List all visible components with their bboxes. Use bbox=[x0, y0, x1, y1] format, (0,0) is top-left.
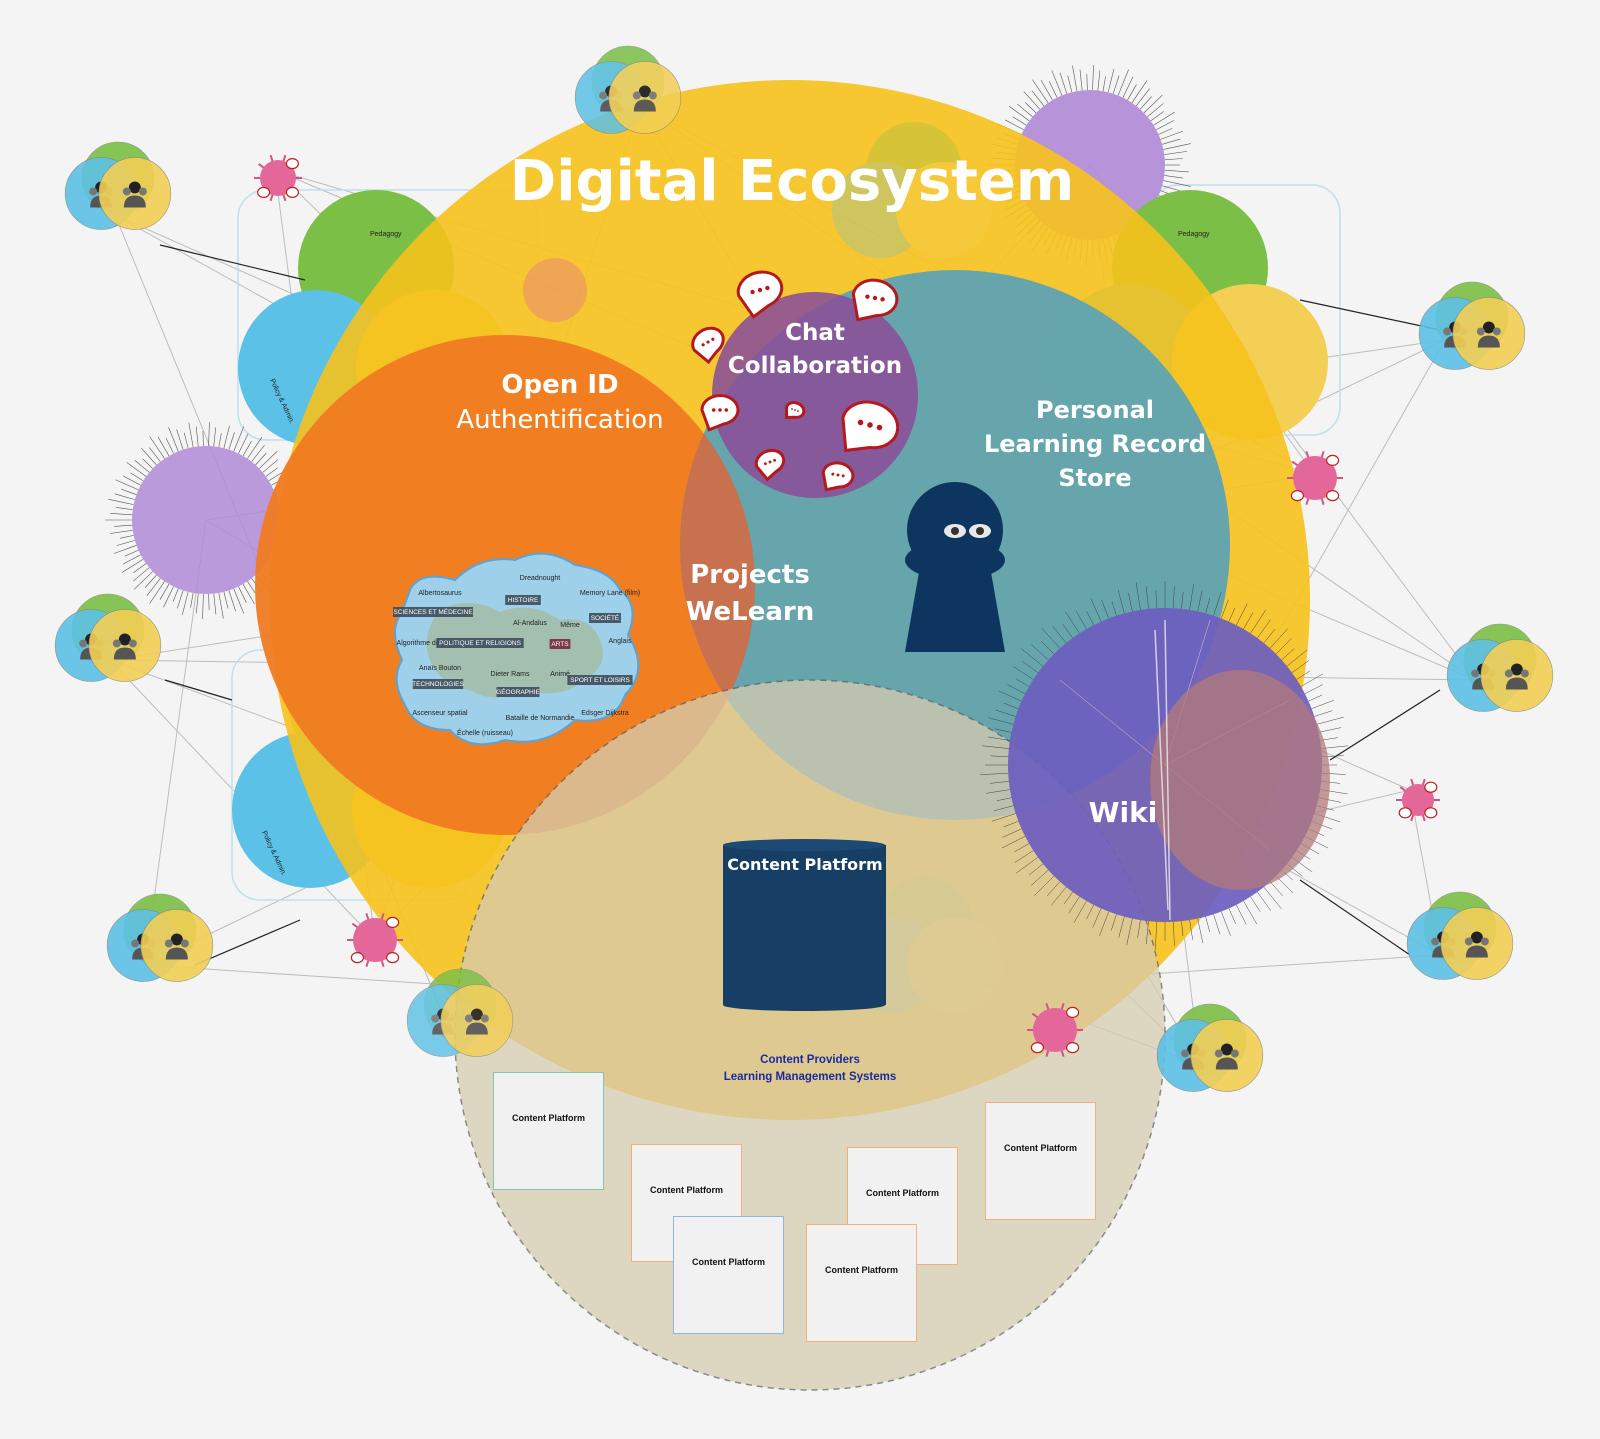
content-platform-card-label: Content Platform bbox=[512, 1113, 585, 1123]
plrs-label-line2: Learning Record bbox=[984, 430, 1206, 458]
user-group-triad bbox=[54, 593, 162, 682]
speech-bubble-icon bbox=[754, 448, 786, 482]
projects-label-line1: Projects bbox=[690, 560, 810, 590]
map-category-tag: TECHNOLOGIES bbox=[412, 681, 464, 688]
map-label: Animé bbox=[550, 671, 570, 678]
map-category-tag: GÉOGRAPHIE bbox=[496, 687, 540, 696]
speech-bubble-icon bbox=[821, 461, 855, 492]
pink-node bbox=[347, 913, 403, 967]
user-group-triad bbox=[574, 45, 682, 134]
openid-label-line1: Open ID bbox=[501, 370, 618, 400]
plrs-label-line3: Store bbox=[1058, 464, 1131, 492]
user-group-triad bbox=[106, 893, 214, 982]
providers-label-line2: Learning Management Systems bbox=[724, 1071, 897, 1083]
map-label: Bataille de Normandie bbox=[506, 715, 575, 722]
map-label: Anaïs Bouton bbox=[419, 665, 461, 672]
speech-bubble-icon bbox=[841, 400, 900, 453]
map-label: Anglais bbox=[609, 638, 632, 645]
content-platform-card-label: Content Platform bbox=[650, 1185, 723, 1195]
content-platform-card: Content Platform bbox=[985, 1102, 1096, 1220]
map-label: Al-Andalus bbox=[513, 620, 547, 627]
keyhole-icon bbox=[905, 482, 1005, 652]
chat-label-line2: Collaboration bbox=[728, 353, 902, 379]
map-category-tag: SOCIÉTÉ bbox=[591, 613, 620, 622]
map-label: Memory Lane (film) bbox=[580, 590, 640, 597]
diagram-title: Digital Ecosystem bbox=[510, 149, 1074, 214]
content-platform-card: Content Platform bbox=[493, 1072, 604, 1190]
pink-nodes bbox=[254, 154, 1440, 1057]
content-platform-card-label: Content Platform bbox=[825, 1265, 898, 1275]
map-label: Échelle (ruisseau) bbox=[457, 728, 513, 737]
map-category-tag: ARTS bbox=[551, 641, 569, 648]
pink-node-faint bbox=[523, 258, 587, 322]
map-category-tag: SCIENCES ET MÉDECINE bbox=[393, 607, 473, 616]
wiki-label: Wiki bbox=[1089, 796, 1158, 829]
content-platform-card-label: Content Platform bbox=[692, 1257, 765, 1267]
user-group-triads bbox=[54, 45, 1554, 1092]
content-platform-main-label: Content Platform bbox=[727, 855, 882, 874]
user-group-triad bbox=[1156, 1003, 1264, 1092]
plrs-label-line1: Personal bbox=[1036, 396, 1154, 424]
user-group-triad bbox=[1418, 281, 1526, 370]
pink-node bbox=[1287, 451, 1343, 505]
chat-bubble-icons bbox=[691, 270, 900, 492]
user-group-triad bbox=[1406, 891, 1514, 980]
speech-bubble-icon bbox=[736, 270, 784, 319]
map-label: Dreadnought bbox=[520, 575, 561, 582]
map-label: Edsger Dijkstra bbox=[581, 710, 629, 717]
wiki-region bbox=[980, 581, 1349, 950]
map-category-tag: SPORT ET LOISIRS bbox=[570, 677, 630, 684]
chat-label-line1: Chat bbox=[785, 320, 845, 346]
providers-label-line1: Content Providers bbox=[760, 1054, 860, 1066]
user-group-triad bbox=[1446, 623, 1554, 712]
content-platform-card-label: Content Platform bbox=[866, 1188, 939, 1198]
map-category-tag: POLITIQUE ET RELIGIONS bbox=[439, 640, 522, 647]
dark-connector-lines bbox=[159, 244, 1441, 966]
map-label: Ascenseur spatial bbox=[412, 710, 468, 717]
user-group-triad bbox=[406, 968, 514, 1057]
content-platform-cylinder bbox=[723, 839, 886, 1011]
projects-label-line2: WeLearn bbox=[686, 597, 814, 627]
pedagogy-label-right: Pedagogy bbox=[1178, 231, 1210, 238]
speech-bubble-icon bbox=[851, 278, 899, 322]
pink-node bbox=[1396, 778, 1440, 822]
content-platform-card: Content Platform bbox=[673, 1216, 784, 1334]
speech-bubble-icon bbox=[691, 326, 725, 365]
map-label: Albertosaurus bbox=[418, 590, 462, 597]
pink-node bbox=[1027, 1003, 1083, 1057]
map-category-tag: HISTOIRE bbox=[508, 597, 539, 604]
speech-bubble-icon bbox=[700, 394, 740, 432]
pink-node bbox=[254, 154, 302, 202]
content-platform-card-label: Content Platform bbox=[1004, 1143, 1077, 1153]
map-label: Dieter Rams bbox=[491, 671, 530, 678]
pedagogy-label-left: Pedagogy bbox=[370, 231, 402, 238]
speech-bubble-icon bbox=[785, 401, 806, 420]
map-label: Même bbox=[560, 622, 580, 629]
user-group-triad bbox=[64, 141, 172, 230]
map-label: Algorithme de Kleene bbox=[397, 640, 464, 647]
openid-label-line2: Authentification bbox=[456, 405, 663, 435]
content-platform-card: Content Platform bbox=[806, 1224, 917, 1342]
